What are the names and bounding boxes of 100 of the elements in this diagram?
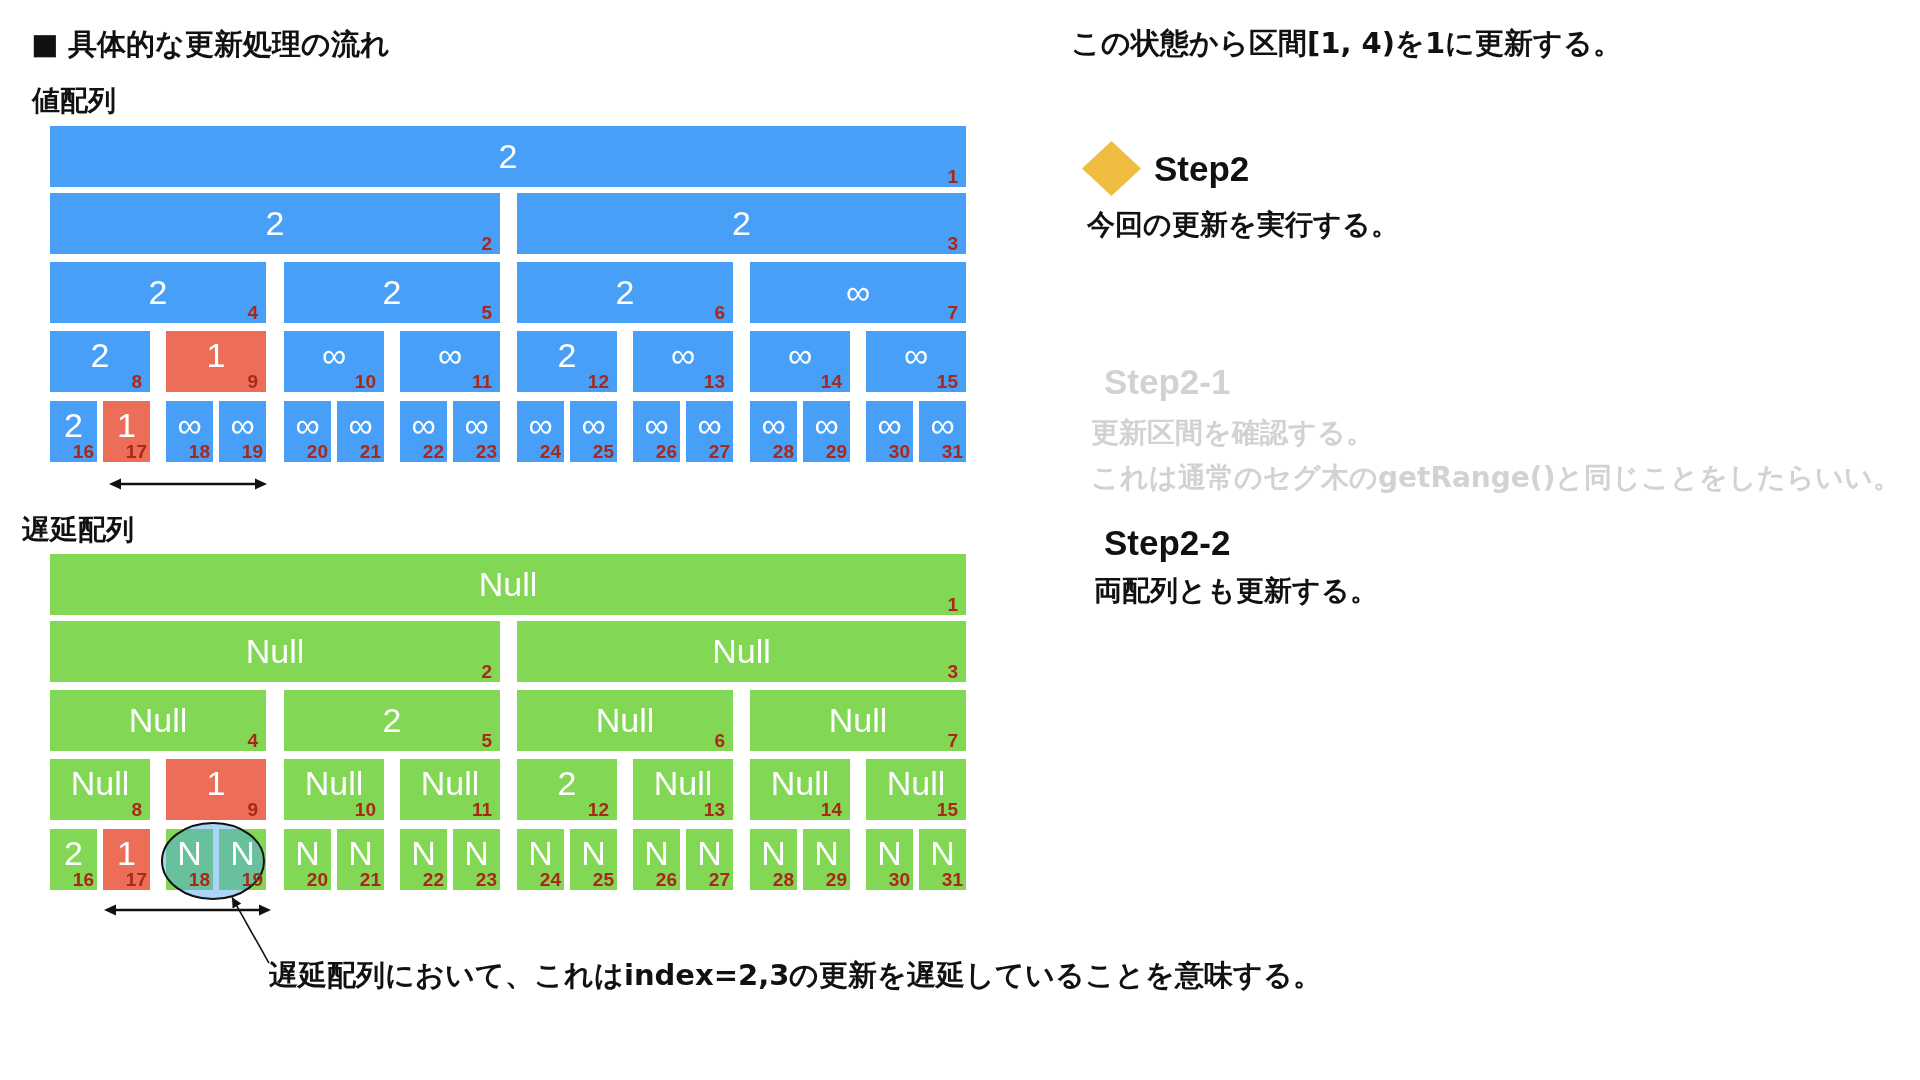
index-number: 3: [947, 234, 958, 253]
cell-value: 2: [90, 338, 110, 372]
segment-box: [284, 331, 384, 392]
cell-value: Null: [886, 766, 946, 800]
index-number: 14: [820, 372, 842, 391]
index-number: 26: [655, 870, 677, 889]
index-number: 24: [539, 442, 561, 461]
cell-value: ∞: [761, 408, 786, 442]
index-number: 29: [825, 442, 847, 461]
index-number: 7: [947, 303, 958, 322]
index-number: 4: [247, 731, 258, 750]
segment-box: [103, 401, 150, 462]
step-heading: Step2-2: [1104, 522, 1231, 564]
index-number: 5: [481, 303, 492, 322]
cell-value: ∞: [845, 275, 871, 309]
segment-box: [750, 331, 850, 392]
section-heading: 値配列: [32, 84, 116, 118]
cell-value: ∞: [177, 408, 202, 442]
step-text: 今回の更新を実行する。: [1087, 208, 1399, 242]
index-number: 2: [481, 662, 492, 681]
index-number: 19: [241, 442, 263, 461]
index-number: 9: [247, 372, 258, 391]
index-number: 17: [125, 442, 147, 461]
cell-value: 2: [382, 275, 402, 309]
cell-value: N: [528, 836, 553, 870]
cell-value: ∞: [814, 408, 839, 442]
segment-box: [686, 401, 733, 462]
index-number: 30: [888, 870, 910, 889]
segment-box: [284, 690, 500, 751]
segment-box: [633, 401, 680, 462]
index-number: 18: [188, 442, 210, 461]
segment-box: [633, 331, 733, 392]
segment-box: [166, 759, 266, 820]
index-number: 13: [703, 800, 725, 819]
index-number: 23: [475, 442, 497, 461]
cell-value: N: [930, 836, 955, 870]
cell-value: Null: [712, 634, 771, 668]
cell-value: Null: [770, 766, 830, 800]
segment-box: [219, 401, 266, 462]
cell-value: ∞: [670, 338, 696, 372]
index-number: 21: [359, 870, 381, 889]
segment-box: [866, 331, 966, 392]
index-number: 4: [247, 303, 258, 322]
cell-value: N: [814, 836, 839, 870]
cell-value: 2: [148, 275, 168, 309]
segment-box: [50, 193, 500, 254]
cell-value: N: [877, 836, 902, 870]
cell-value: N: [697, 836, 722, 870]
cell-value: Null: [245, 634, 305, 668]
cell-value: ∞: [697, 408, 722, 442]
segment-box: [337, 401, 384, 462]
segment-box: [750, 829, 797, 890]
section-heading: 遅延配列: [22, 513, 134, 547]
cell-value: Null: [128, 703, 188, 737]
segment-box: [517, 262, 733, 323]
segment-box: [50, 759, 150, 820]
cell-value: Null: [304, 766, 364, 800]
segment-box: [633, 829, 680, 890]
cell-value: 1: [117, 408, 136, 442]
segment-box: [400, 331, 500, 392]
cell-value: 2: [732, 206, 751, 240]
index-number: 31: [941, 870, 963, 889]
cell-value: N: [761, 836, 786, 870]
segment-box: [50, 126, 966, 187]
segment-box: [103, 829, 150, 890]
index-number: 28: [772, 870, 794, 889]
cell-value: 2: [265, 206, 285, 240]
segment-box: [284, 401, 331, 462]
cell-value: Null: [828, 703, 888, 737]
cell-value: ∞: [930, 408, 955, 442]
index-number: 6: [714, 731, 725, 750]
cell-value: 2: [64, 408, 83, 442]
index-number: 14: [820, 800, 842, 819]
index-number: 15: [936, 372, 958, 391]
index-number: 2: [481, 234, 492, 253]
cell-value: ∞: [903, 338, 929, 372]
cell-value: N: [464, 836, 489, 870]
index-number: 5: [481, 731, 492, 750]
index-number: 11: [471, 800, 492, 819]
cell-value: N: [177, 836, 202, 870]
cell-value: N: [348, 836, 373, 870]
segment-box: [50, 262, 266, 323]
segment-box: [750, 262, 966, 323]
index-number: 22: [422, 442, 444, 461]
highlight-ellipse: [161, 822, 265, 900]
index-number: 20: [306, 870, 328, 889]
cell-value: N: [644, 836, 669, 870]
segment-box: [284, 262, 500, 323]
segment-box: [750, 690, 966, 751]
cell-value: N: [411, 836, 436, 870]
cell-value: ∞: [295, 408, 320, 442]
segment-box: [517, 401, 564, 462]
index-number: 26: [655, 442, 677, 461]
segment-box: [866, 829, 913, 890]
segment-box: [517, 331, 617, 392]
index-number: 21: [359, 442, 381, 461]
index-number: 1: [947, 595, 958, 614]
segment-box: [50, 621, 500, 682]
segment-box: [166, 331, 266, 392]
cell-value: ∞: [528, 408, 553, 442]
